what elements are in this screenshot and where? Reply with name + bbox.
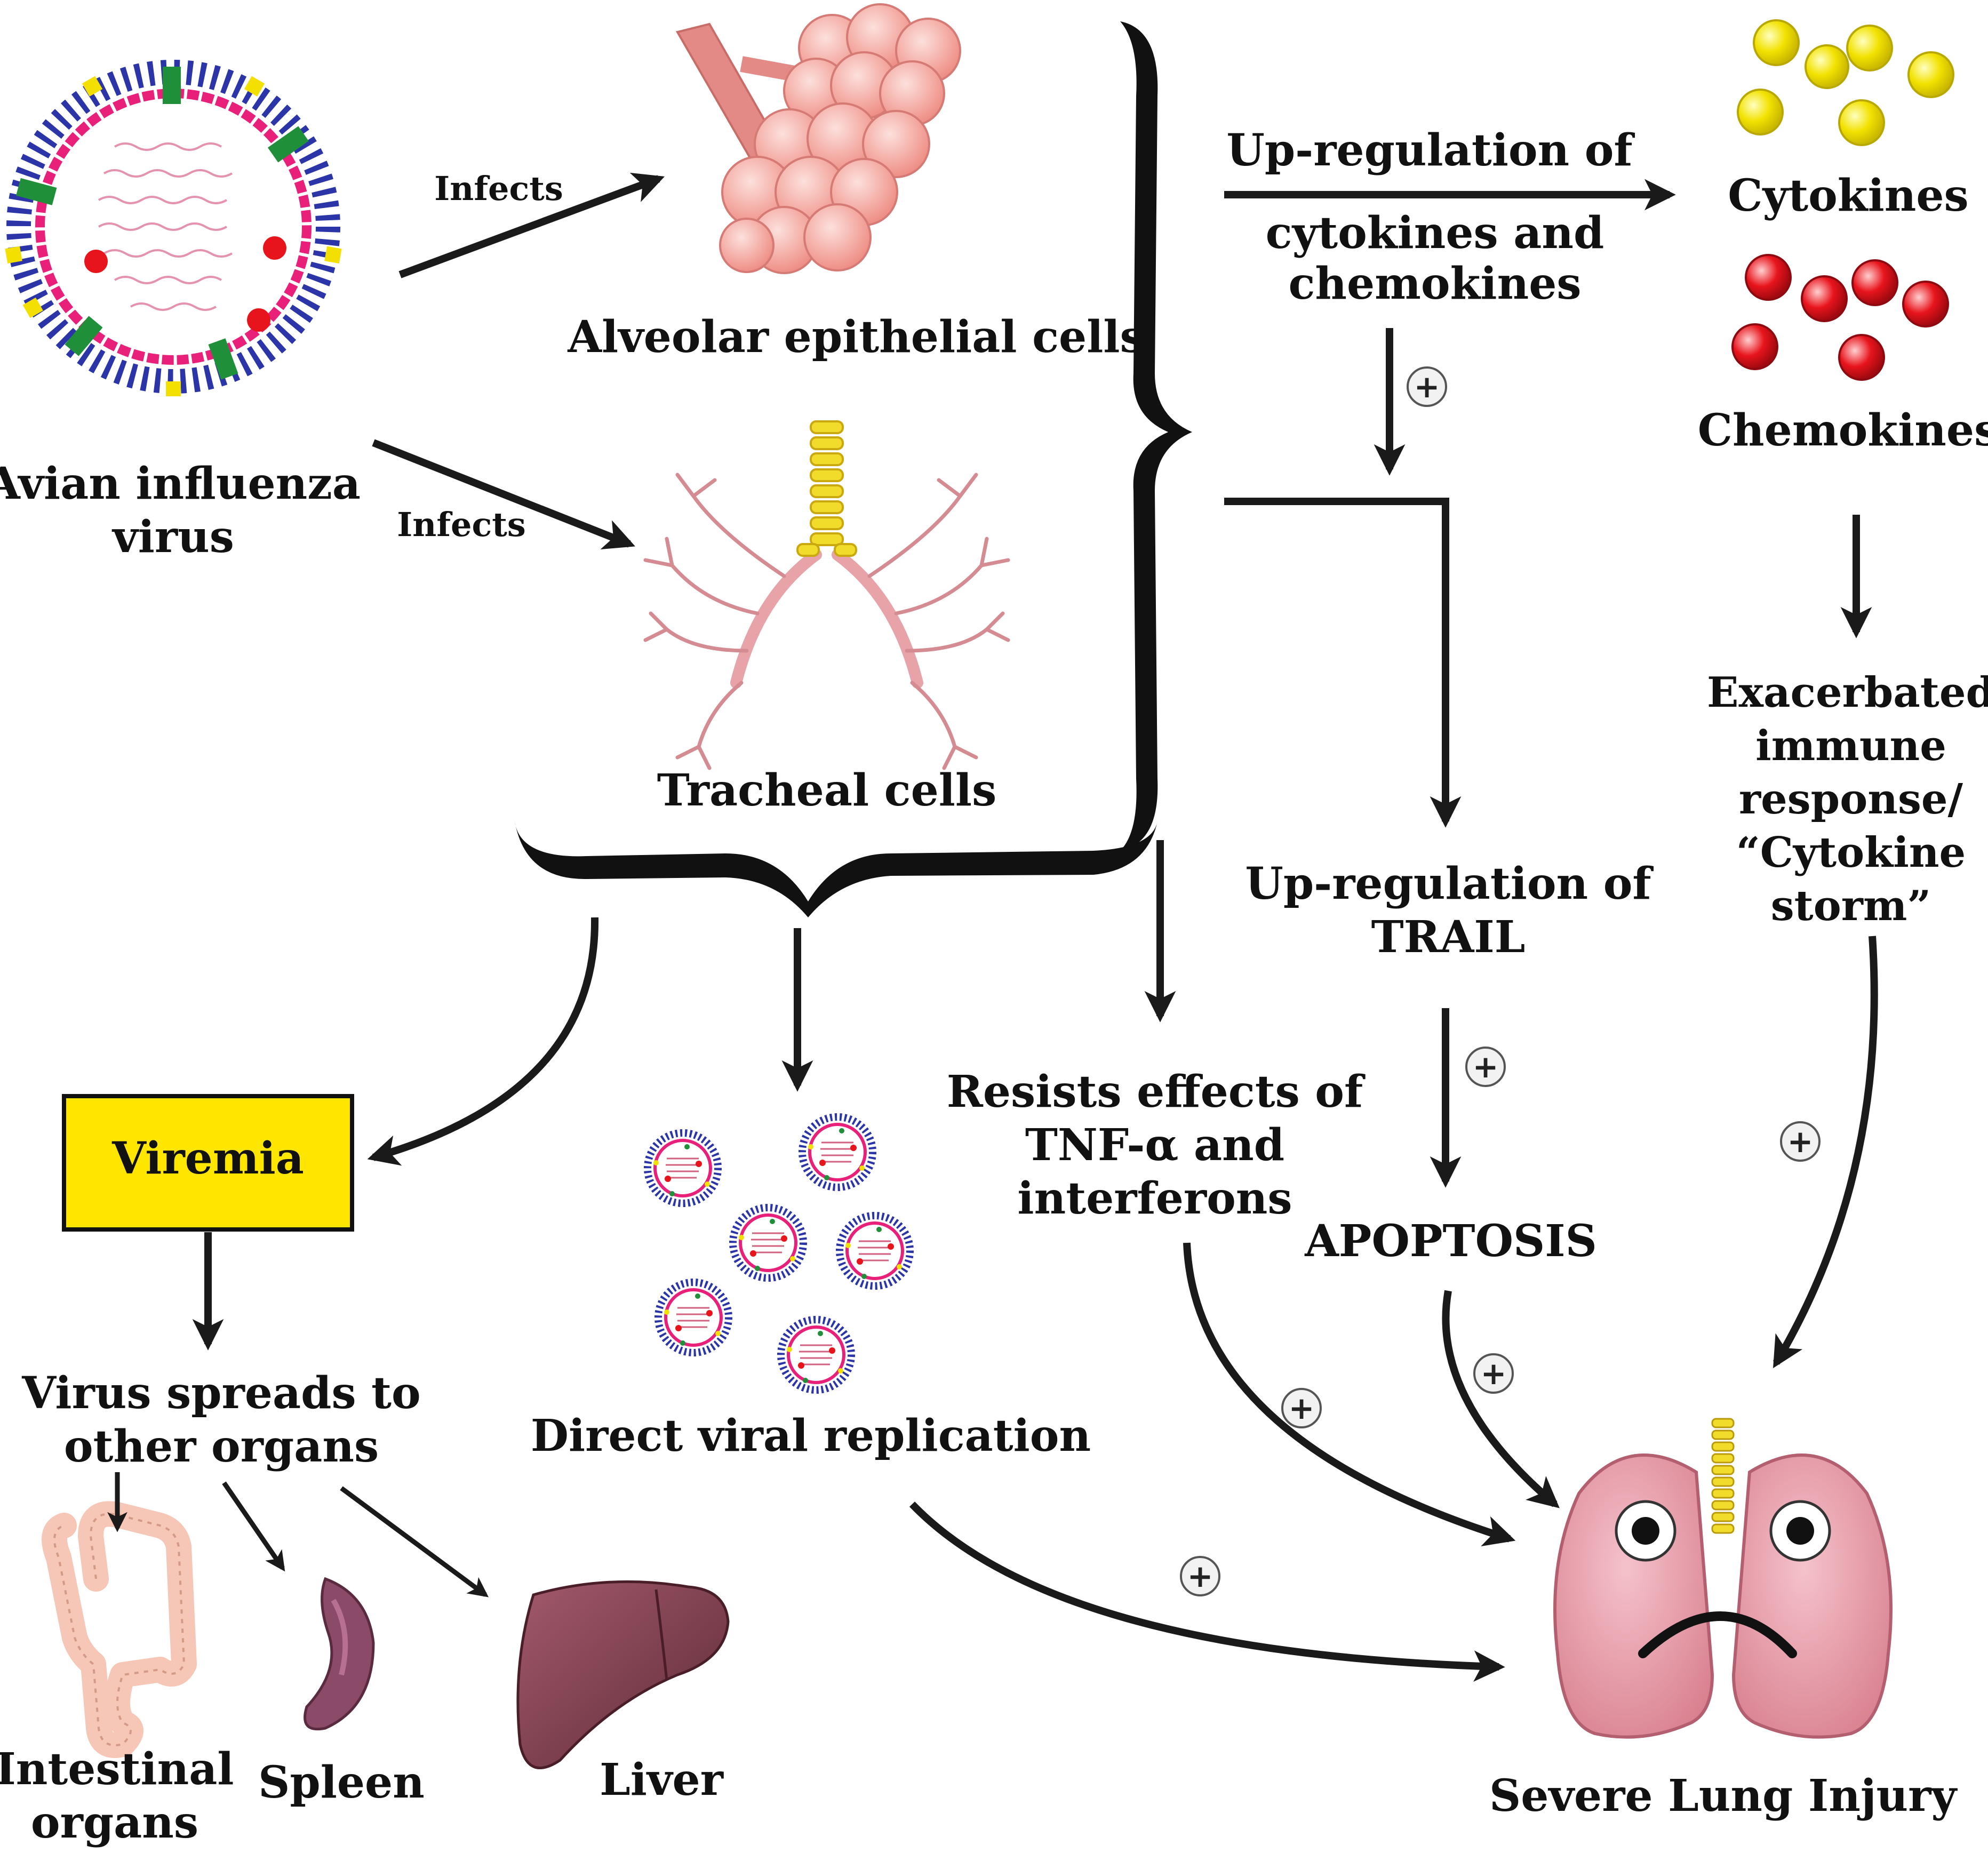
avian-label-line1: Avian influenza [0, 458, 361, 509]
arrow-virus-to-tracheal [372, 439, 635, 550]
plus-icons: + + + + + + [1180, 366, 1821, 1596]
cytokines-label: Cytokines [1728, 170, 1968, 221]
liver-icon [516, 1580, 730, 1769]
avian-label-line2: virus [111, 512, 234, 563]
apoptosis-label: APOPTOSIS [1304, 1216, 1597, 1267]
horizontal-brace [515, 821, 1157, 917]
liver-label: Liver [600, 1754, 724, 1806]
spreads-line1: Virus spreads to [21, 1368, 421, 1419]
infects-top-label: Infects [434, 169, 563, 208]
resists-line2: TNF-α and [1025, 1120, 1284, 1171]
viremia-box [62, 1094, 354, 1232]
svg-text:+: + [1414, 369, 1440, 405]
virus-icon [5, 60, 342, 396]
intestinal-line1: Intestinal [0, 1744, 234, 1795]
svg-text:+: + [1787, 1123, 1814, 1160]
arrow-apoptosis-to-lung [1442, 1290, 1560, 1508]
upreg-cyto-line3: chemokines [1288, 258, 1581, 309]
svg-text:+: + [1473, 1049, 1499, 1085]
arrow-replication-to-lung [909, 1501, 1505, 1682]
upreg-trail-line1: Up-regulation of [1245, 858, 1654, 909]
intestinal-line2: organs [31, 1797, 198, 1848]
spleen-label: Spleen [258, 1757, 425, 1808]
lung-icon [1553, 1418, 1893, 1739]
arrow-resists-to-lung [1183, 1242, 1516, 1546]
plus-icon: + [1780, 1121, 1821, 1162]
viremia-label: Viremia [111, 1133, 304, 1184]
resists-line3: interferons [1017, 1173, 1292, 1224]
arrow-virus-to-alveolar [398, 172, 665, 278]
virions-icon [648, 1117, 910, 1390]
plus-icon: + [1180, 1556, 1220, 1596]
arrow-spreads-to-liver [340, 1486, 489, 1598]
exacerbated-line3: response/ [1739, 775, 1963, 824]
arrow-spreads-to-spleen [222, 1481, 285, 1572]
arrows [107, 172, 1878, 1682]
upreg-cyto-line2: cytokines and [1266, 207, 1604, 259]
tracheal-label: Tracheal cells [657, 765, 997, 816]
exacerbated-line5: storm” [1771, 882, 1931, 930]
infects-bottom-label: Infects [397, 505, 526, 544]
exacerbated-line2: immune [1755, 722, 1946, 770]
spreads-line2: other organs [64, 1421, 379, 1472]
vertical-brace [1120, 21, 1192, 851]
plus-icon: + [1473, 1353, 1514, 1394]
arrow-brace-to-viremia [367, 917, 599, 1166]
svg-text:+: + [1289, 1390, 1315, 1426]
alveolar-label: Alveolar epithelial cells [567, 312, 1144, 363]
arrow-storm-to-lung [1773, 936, 1878, 1369]
upreg-trail-line2: TRAIL [1371, 912, 1526, 963]
arrow-to-trail [1224, 498, 1462, 828]
plus-icon: + [1465, 1047, 1506, 1087]
plus-icon: + [1407, 366, 1447, 407]
plus-icon: + [1281, 1388, 1322, 1428]
exacerbated-line4: “Cytokine [1736, 828, 1966, 877]
svg-text:+: + [1187, 1558, 1213, 1594]
trachea-icon [643, 420, 1010, 770]
svg-text:+: + [1481, 1355, 1507, 1392]
alveoli-icon [675, 3, 961, 274]
spleen-icon [304, 1577, 375, 1731]
cytokine-icon [1737, 19, 1954, 146]
exacerbated-line1: Exacerbated [1707, 668, 1988, 717]
severe-lung-injury-label: Severe Lung Injury [1489, 1770, 1958, 1822]
upreg-cyto-line1: Up-regulation of [1226, 125, 1635, 176]
resists-line1: Resists effects of [947, 1066, 1366, 1117]
intestine-icon [42, 1501, 197, 1758]
chemokine-icon [1731, 254, 1949, 381]
chemokines-label: Chemokines [1698, 405, 1988, 456]
direct-replication-label: Direct viral replication [531, 1410, 1091, 1461]
